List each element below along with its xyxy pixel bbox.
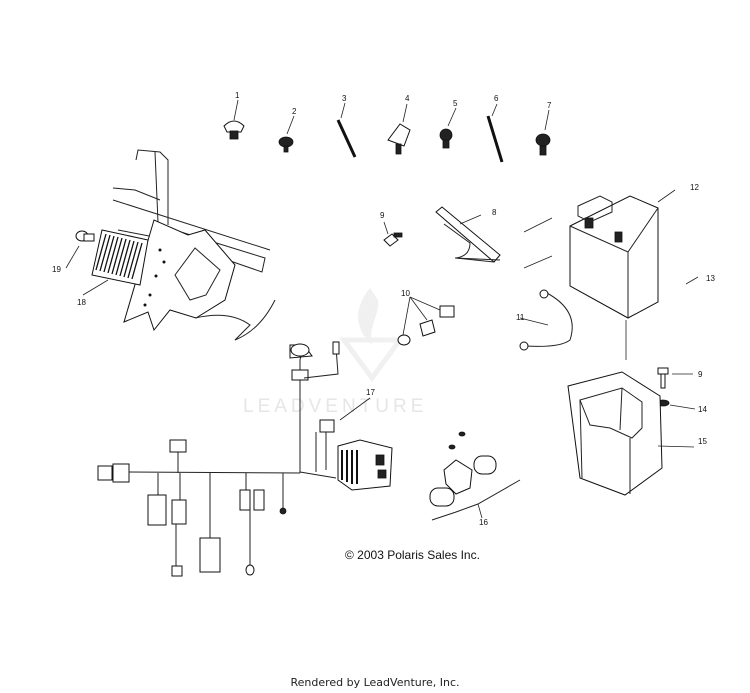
callout-5: 5 xyxy=(453,99,458,108)
part-17-wiring-harness xyxy=(97,341,393,577)
part-10-terminal-nuts xyxy=(397,296,455,346)
part-16-connector-set xyxy=(429,431,521,521)
callout-4: 4 xyxy=(405,94,410,103)
part-14-washer xyxy=(656,399,696,410)
callout-10: 10 xyxy=(401,289,410,298)
callout-1: 1 xyxy=(235,91,240,100)
callout-18: 18 xyxy=(77,298,86,307)
callout-13: 13 xyxy=(706,274,715,283)
callout-3: 3 xyxy=(342,94,347,103)
part-9-bolt-lower xyxy=(657,367,693,389)
part-5-retainer xyxy=(439,107,457,149)
part-15-battery-box xyxy=(567,371,695,496)
callout-8: 8 xyxy=(492,208,497,217)
part-11-battery-cable xyxy=(519,289,627,360)
part-2-grommet xyxy=(278,115,295,153)
part-6-tie-strap xyxy=(486,103,504,163)
callout-9-lower: 9 xyxy=(698,370,703,379)
callout-7: 7 xyxy=(547,101,552,110)
footer-credit: Rendered by LeadVenture, Inc. xyxy=(290,676,460,689)
callout-17: 17 xyxy=(366,388,375,397)
callout-9-upper: 9 xyxy=(380,211,385,220)
callout-labels: 1 2 3 4 5 6 7 8 9 9 10 11 12 13 14 15 16… xyxy=(52,91,715,527)
callout-2: 2 xyxy=(292,107,297,116)
part-8-battery-hold-down xyxy=(435,206,501,263)
part-7-clip xyxy=(535,109,551,156)
callout-11: 11 xyxy=(516,313,525,322)
callout-19: 19 xyxy=(52,265,61,274)
part-19-bolt xyxy=(65,230,95,269)
callout-16: 16 xyxy=(479,518,488,527)
callout-15: 15 xyxy=(698,437,707,446)
copyright-notice: © 2003 Polaris Sales Inc. xyxy=(345,548,480,562)
callout-12: 12 xyxy=(690,183,699,192)
callout-14: 14 xyxy=(698,405,707,414)
part-3-strap xyxy=(336,102,357,158)
part-13-vent-tube xyxy=(676,271,717,373)
part-12-battery xyxy=(523,189,676,319)
frame-section xyxy=(112,149,276,341)
watermark-logo xyxy=(339,288,405,383)
part-18-voltage-regulator xyxy=(82,229,149,296)
part-9-bolt-upper xyxy=(383,221,403,247)
part-4-bracket xyxy=(387,103,411,155)
watermark-text: LEADVENTURE xyxy=(243,396,428,417)
part-1-clip xyxy=(223,99,245,140)
callout-6: 6 xyxy=(494,94,499,103)
